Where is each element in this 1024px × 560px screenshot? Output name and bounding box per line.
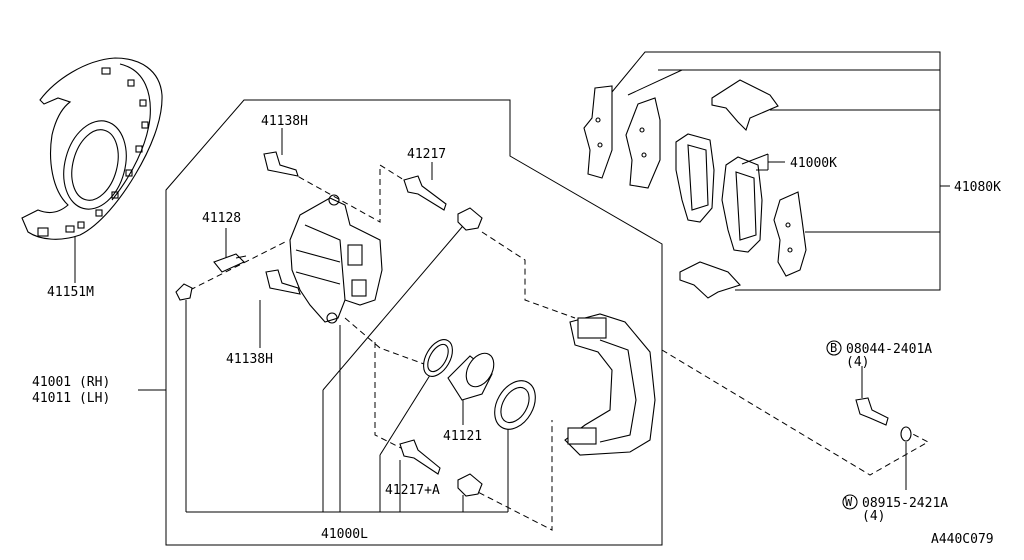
label-41217: 41217	[407, 147, 446, 162]
label-41000L: 41000L	[321, 527, 368, 542]
caliper-bracket	[564, 313, 656, 456]
brake-pad-inner	[721, 156, 763, 253]
shim-inner	[773, 191, 807, 277]
label-41121: 41121	[443, 429, 482, 444]
mounting-bolt	[855, 397, 889, 426]
label-41000K: 41000K	[790, 156, 837, 171]
slide-pin-lower	[399, 439, 441, 475]
washer-symbol: W	[845, 495, 853, 509]
caliper-body	[289, 194, 383, 324]
bolt-symbol: B	[830, 341, 837, 355]
pad-clip-bottom	[679, 261, 741, 299]
pin-boot-lower	[457, 473, 483, 497]
piston-boot	[494, 380, 536, 430]
label-bolt-part: 08044-2401A	[846, 342, 932, 357]
shim-outer-2	[625, 97, 661, 189]
guide-bolt-bottom	[265, 269, 301, 295]
bleeder-screw	[213, 253, 247, 273]
label-washer-part: 08915-2421A	[862, 496, 948, 511]
pin-boot-top	[457, 207, 483, 231]
piston-seal	[423, 339, 453, 377]
pad-clip-top	[711, 79, 779, 132]
label-41001: 41001 (RH)	[32, 375, 110, 390]
label-41151M: 41151M	[47, 285, 94, 300]
slide-pin-top	[403, 175, 447, 211]
lock-washer	[900, 426, 912, 442]
diagram-code: A440C079	[931, 532, 994, 547]
label-washer-qty: (4)	[862, 509, 885, 524]
label-41128: 41128	[202, 211, 241, 226]
bleeder-cap	[175, 283, 193, 301]
label-41138H-top: 41138H	[261, 114, 308, 129]
caliper-assembly-outline	[165, 99, 663, 546]
label-41138H-bottom: 41138H	[226, 352, 273, 367]
label-41217A: 41217+A	[385, 483, 440, 498]
caliper-piston	[447, 352, 495, 401]
shim-outer-1	[583, 85, 613, 179]
dust-shield	[21, 57, 163, 240]
label-bolt-qty: (4)	[846, 355, 869, 370]
guide-bolt-top	[263, 151, 299, 177]
label-41080K: 41080K	[954, 180, 1001, 195]
brake-pad-outer	[675, 133, 715, 223]
label-41011: 41011 (LH)	[32, 391, 110, 406]
